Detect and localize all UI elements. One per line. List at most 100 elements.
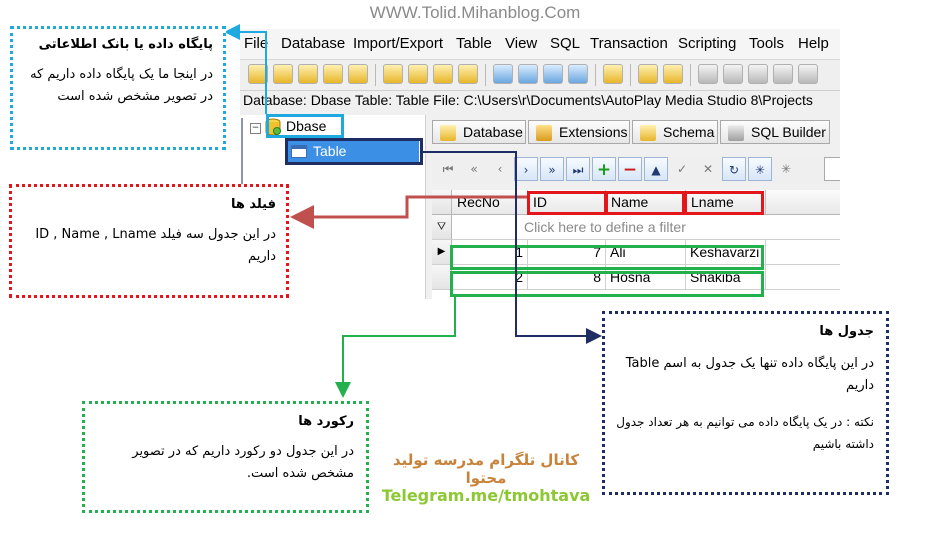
record-1-highlight bbox=[450, 245, 764, 270]
view-icon[interactable] bbox=[568, 64, 588, 84]
menu-database[interactable]: Database bbox=[281, 35, 346, 52]
tree-item-dbase[interactable]: Dbase bbox=[286, 118, 327, 134]
script-settings-icon[interactable] bbox=[773, 64, 793, 84]
tree-item-table[interactable]: Table bbox=[286, 141, 419, 162]
database-note-title: پایگاه داده یا بانک اطلاعاتی bbox=[38, 37, 213, 52]
cell-name[interactable]: Ali bbox=[606, 240, 686, 264]
tab-extensions[interactable]: Extensions bbox=[528, 120, 630, 144]
cell-lname[interactable]: Keshavarzi bbox=[686, 240, 766, 264]
compact-database-icon[interactable] bbox=[433, 64, 453, 84]
text-editor-icon[interactable] bbox=[518, 64, 538, 84]
import-icon[interactable] bbox=[603, 64, 623, 84]
data-grid: RecNo ID Name Lname ⛛ Click here to defi… bbox=[432, 190, 840, 299]
filter-icon: ⛛ bbox=[432, 215, 452, 239]
menu-bar: File Database Import/Export Table View S… bbox=[240, 29, 840, 60]
schema-tab-icon bbox=[640, 125, 656, 141]
sql-window-icon[interactable] bbox=[663, 64, 683, 84]
telegram-channel-title: کانال تلگرام مدرسه تولید محتوا bbox=[392, 451, 580, 487]
record-navigator: ⏮ « ‹ › » ⏭ + − ▲ ✓ ✕ ↻ ✳ ✳ bbox=[432, 154, 840, 184]
tab-extensions-label: Extensions bbox=[559, 124, 628, 140]
tab-schema-label: Schema bbox=[663, 124, 715, 140]
next-page-button[interactable]: » bbox=[540, 157, 564, 181]
cell-id[interactable]: 8 bbox=[528, 265, 606, 289]
script-stop-icon[interactable] bbox=[798, 64, 818, 84]
create-table-icon[interactable] bbox=[493, 64, 513, 84]
tables-note-title: جدول ها bbox=[819, 324, 874, 339]
menu-help[interactable]: Help bbox=[798, 35, 829, 52]
detach-database-icon[interactable] bbox=[408, 64, 428, 84]
menu-sql[interactable]: SQL bbox=[550, 35, 581, 52]
tables-note-body-1: در این پایگاه داده تنها یک جدول به اسم T… bbox=[625, 356, 874, 393]
database-tab-icon bbox=[440, 125, 456, 141]
close-database-icon[interactable] bbox=[298, 64, 318, 84]
tab-sql-builder-label: SQL Builder bbox=[751, 124, 826, 140]
toolbar-separator bbox=[690, 64, 691, 86]
navigator-input[interactable] bbox=[824, 157, 840, 181]
menu-import-export[interactable]: Import/Export bbox=[353, 35, 444, 52]
toolbar bbox=[240, 60, 840, 91]
extensions-tab-icon bbox=[536, 125, 552, 141]
database-settings-icon[interactable] bbox=[323, 64, 343, 84]
delete-record-button[interactable]: − bbox=[618, 157, 642, 181]
refresh-data-button[interactable]: ↻ bbox=[722, 157, 746, 181]
tab-bar: Database Extensions Schema SQL Builder bbox=[432, 118, 840, 148]
fields-note-body: در این جدول سه فیلد ID , Name , Lname دا… bbox=[35, 227, 276, 264]
menu-view[interactable]: View bbox=[505, 35, 538, 52]
menu-scripting[interactable]: Scripting bbox=[678, 35, 737, 52]
new-database-icon[interactable] bbox=[273, 64, 293, 84]
insert-record-button[interactable]: + bbox=[592, 157, 616, 181]
menu-tools[interactable]: Tools bbox=[749, 35, 785, 52]
sql-builder-tab-icon bbox=[728, 125, 744, 141]
record-2-highlight bbox=[450, 271, 764, 297]
database-info-icon[interactable] bbox=[348, 64, 368, 84]
toolbar-separator bbox=[630, 64, 631, 86]
attach-database-icon[interactable] bbox=[383, 64, 403, 84]
table-row[interactable]: ▶ 1 7 Ali Keshavarzi bbox=[432, 240, 840, 265]
tab-database[interactable]: Database bbox=[432, 120, 526, 144]
edit-record-button[interactable]: ▲ bbox=[644, 157, 668, 181]
open-database-icon[interactable] bbox=[248, 64, 268, 84]
column-header-lname[interactable]: Lname bbox=[686, 190, 766, 214]
toolbar-separator bbox=[485, 64, 486, 86]
toolbar-separator bbox=[595, 64, 596, 86]
menu-table[interactable]: Table bbox=[456, 35, 492, 52]
filter-row[interactable]: ⛛ Click here to define a filter bbox=[432, 215, 840, 240]
telegram-link[interactable]: Telegram.me/tmohtava bbox=[381, 486, 591, 505]
last-record-button[interactable]: ⏭ bbox=[566, 157, 590, 181]
records-note-title: رکورد ها bbox=[298, 414, 354, 429]
cell-id[interactable]: 7 bbox=[528, 240, 606, 264]
export-icon[interactable] bbox=[638, 64, 658, 84]
table-icon bbox=[291, 145, 307, 158]
fields-note-title: فیلد ها bbox=[230, 197, 276, 212]
script-debug-icon[interactable] bbox=[748, 64, 768, 84]
first-record-button[interactable]: ⏮ bbox=[442, 162, 454, 176]
goto-bookmark-button[interactable]: ✳ bbox=[780, 162, 792, 176]
refresh-icon[interactable] bbox=[543, 64, 563, 84]
encrypt-database-icon[interactable] bbox=[458, 64, 478, 84]
bookmark-button[interactable]: ✳ bbox=[748, 157, 772, 181]
fields-note: فیلد ها در این جدول سه فیلد ID , Name , … bbox=[9, 184, 289, 298]
menu-file[interactable]: File bbox=[244, 35, 269, 52]
tree-collapse-toggle[interactable]: − bbox=[250, 123, 261, 134]
name-field-highlight bbox=[605, 191, 685, 215]
script-icon[interactable] bbox=[698, 64, 718, 84]
cancel-edit-button[interactable]: ✕ bbox=[702, 162, 714, 176]
script-run-icon[interactable] bbox=[723, 64, 743, 84]
cell-recno[interactable]: 1 bbox=[452, 240, 528, 264]
database-highlight bbox=[266, 114, 344, 138]
toolbar-separator bbox=[375, 64, 376, 86]
tab-sql-builder[interactable]: SQL Builder bbox=[720, 120, 830, 144]
database-note-body: در اینجا ما یک پایگاه داده داریم که در ت… bbox=[30, 67, 213, 104]
path-status-bar: Database: Dbase Table: Table File: C:\Us… bbox=[243, 92, 813, 108]
tab-schema[interactable]: Schema bbox=[632, 120, 718, 144]
tables-note: جدول ها در این پایگاه داده تنها یک جدول … bbox=[602, 311, 889, 495]
post-edit-button[interactable]: ✓ bbox=[676, 162, 688, 176]
cell-recno[interactable]: 2 bbox=[452, 265, 528, 289]
menu-transaction[interactable]: Transaction bbox=[590, 35, 668, 52]
next-record-button[interactable]: › bbox=[514, 157, 538, 181]
prior-record-button[interactable]: ‹ bbox=[497, 162, 503, 176]
prior-page-button[interactable]: « bbox=[470, 162, 478, 176]
watermark: WWW.Tolid.Mihanblog.Com bbox=[369, 3, 581, 22]
records-note-body: در این جدول دو رکورد داریم که در تصویر م… bbox=[132, 444, 354, 481]
lname-field-highlight bbox=[684, 191, 764, 215]
